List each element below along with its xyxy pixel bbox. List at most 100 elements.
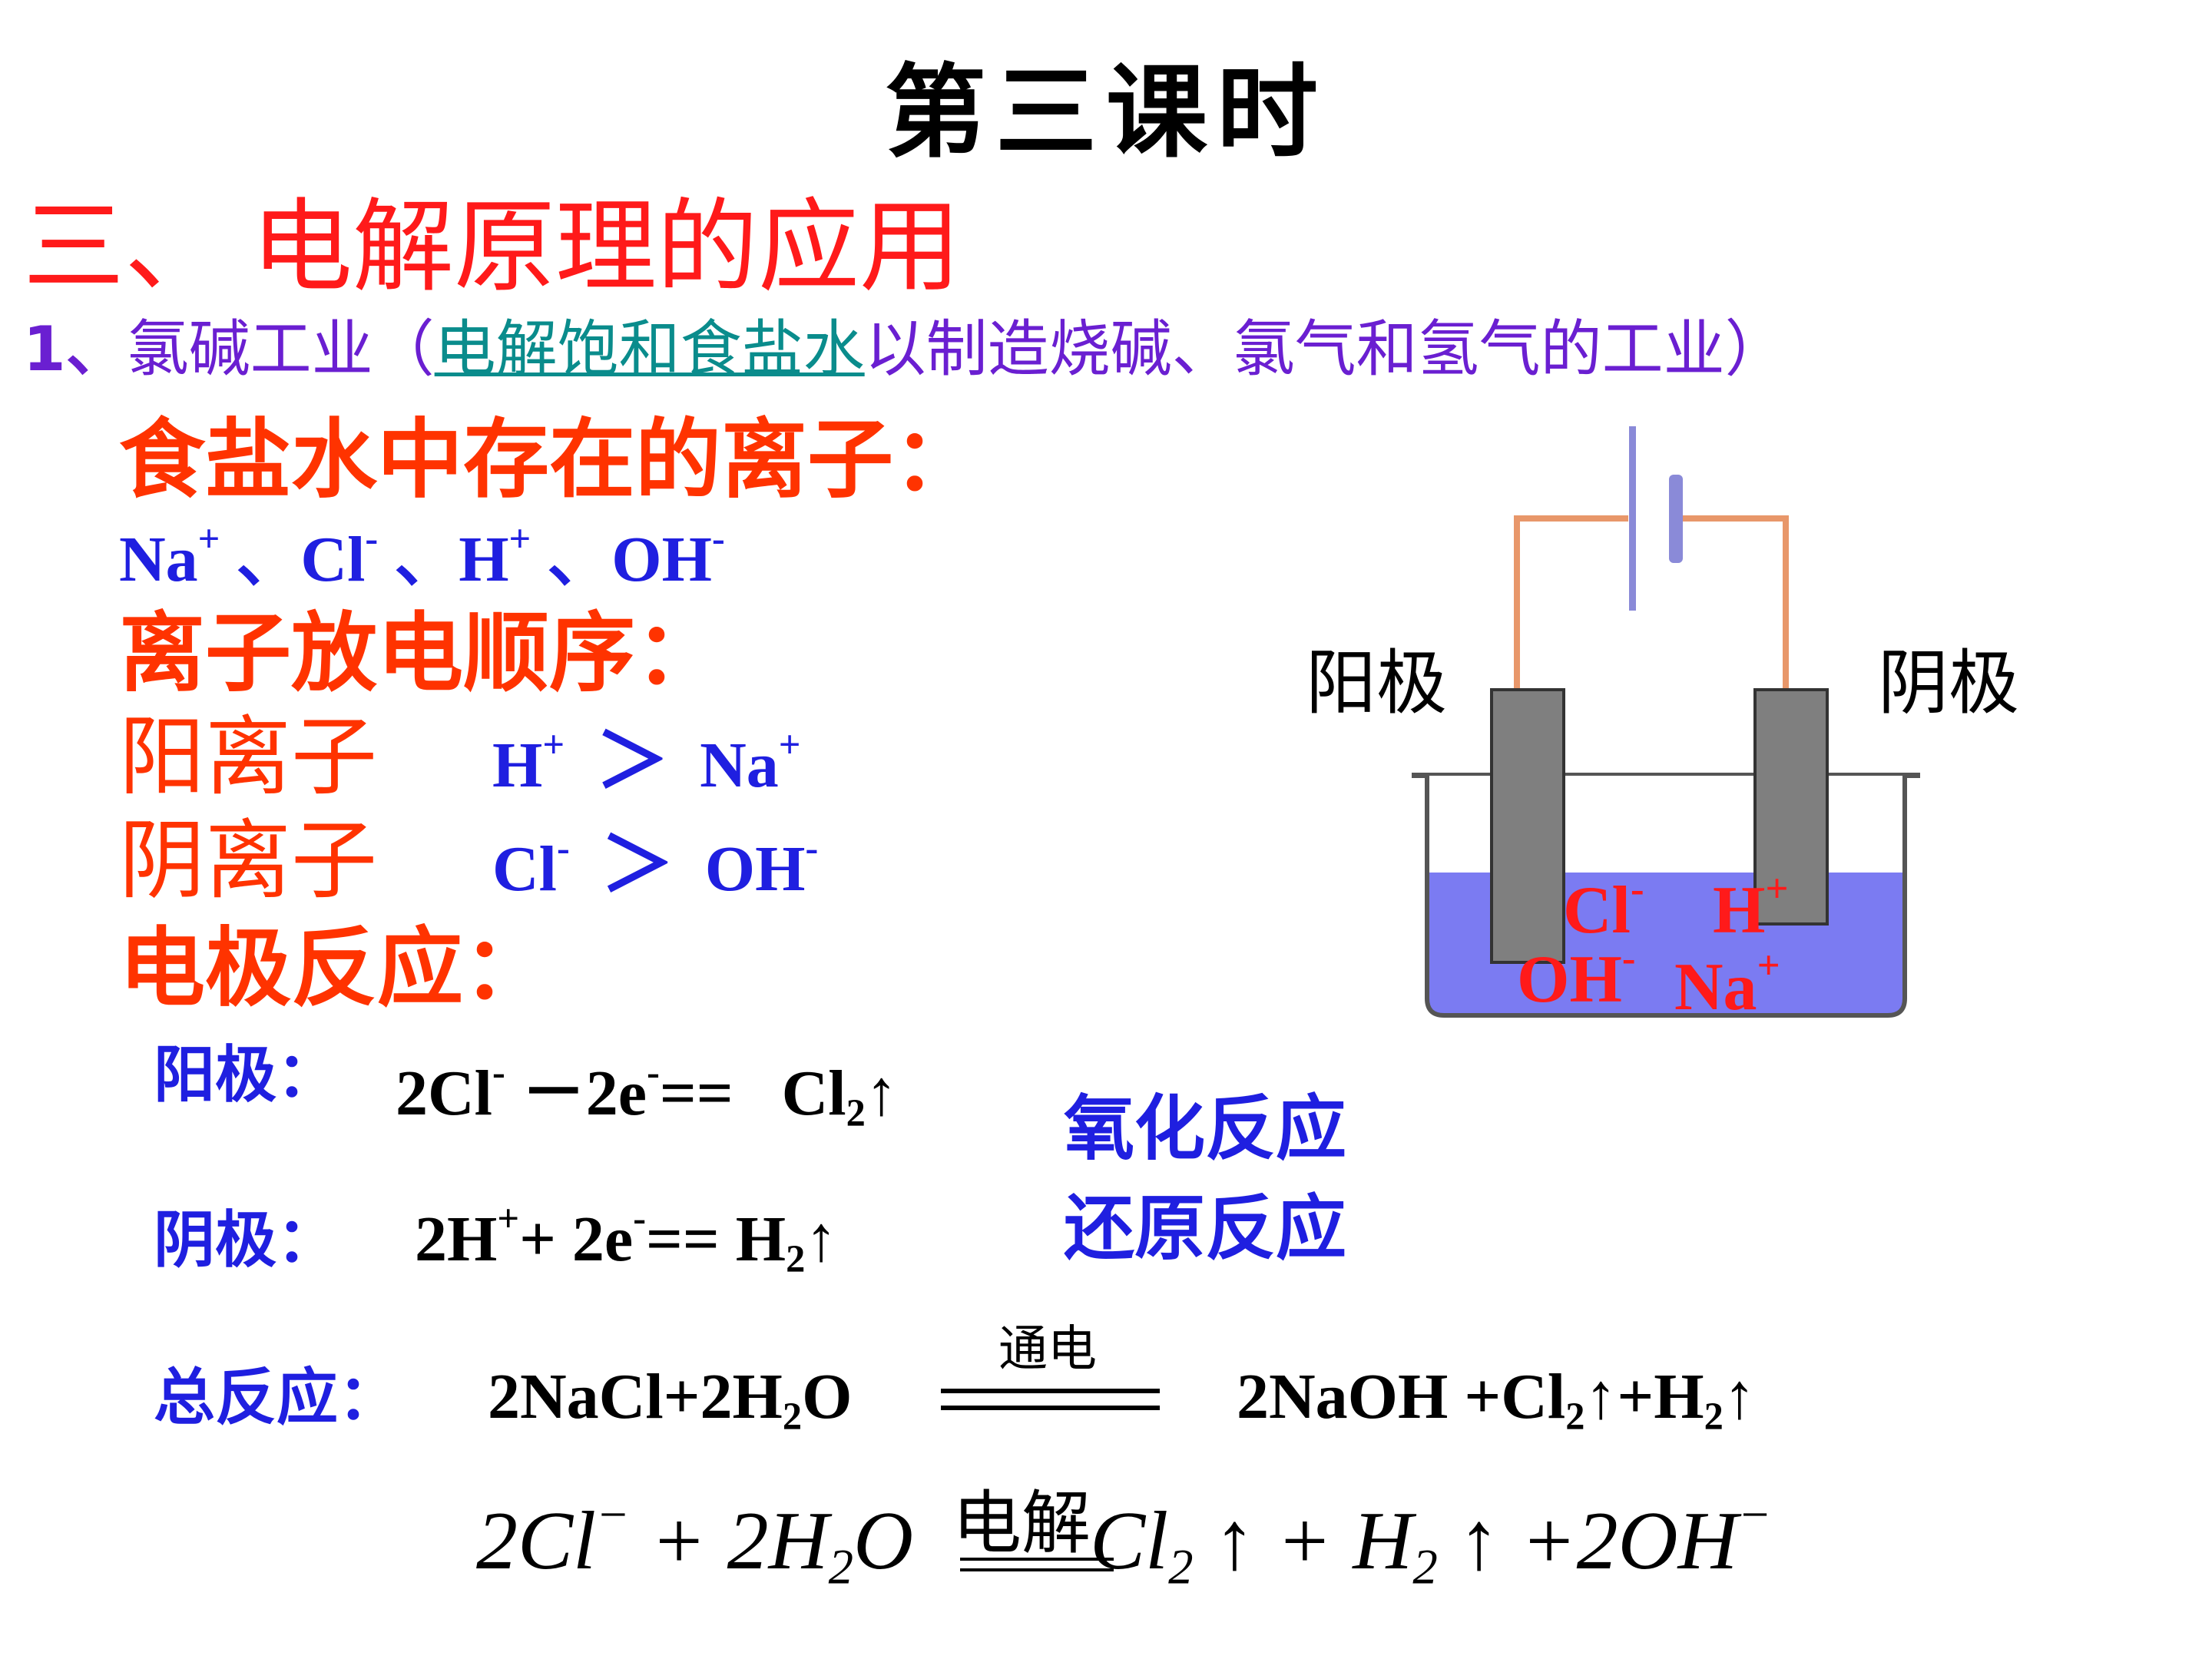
total-reaction-lhs: 2NaCl+2H2O bbox=[488, 1359, 853, 1435]
total-eq-part: ↑+H bbox=[1584, 1361, 1704, 1432]
beaker bbox=[1412, 773, 1920, 1018]
total-eq-part: O bbox=[802, 1361, 853, 1432]
diagram-ion-text: Cl bbox=[1563, 873, 1631, 948]
diagram-ion-text: H bbox=[1713, 873, 1766, 948]
total-eq-subscript: 2 bbox=[1565, 1395, 1585, 1439]
ion-cl: Cl bbox=[300, 524, 366, 595]
subtitle: 1、氯碱工业（电解饱和食盐水以制造烧碱、氯气和氢气的工业） bbox=[23, 300, 1786, 389]
section-heading: 三、 电解原理的应用 bbox=[23, 191, 961, 304]
anode-eq-charge: - bbox=[647, 1051, 660, 1094]
anion-first: Cl bbox=[492, 833, 557, 905]
reaction-equals-bar bbox=[941, 1389, 1160, 1393]
cathode-reaction-type: 还原反应 bbox=[1064, 1187, 1347, 1270]
ionic-eq-part: + 2H bbox=[629, 1495, 829, 1587]
reaction-equals-bar bbox=[941, 1406, 1160, 1410]
ion-na-charge: + bbox=[197, 517, 220, 561]
diagram-ion-oh: OH- bbox=[1517, 938, 1636, 1018]
ionic-eq-subscript: 2 bbox=[1168, 1539, 1194, 1595]
ionic-eq-subscript: 2 bbox=[828, 1539, 854, 1595]
battery-short-plate bbox=[1669, 475, 1683, 563]
cathode-eq-part: == H bbox=[646, 1204, 786, 1275]
ions-list: Na+ 、Cl- 、H+ 、OH- bbox=[119, 507, 725, 600]
greater-than-sign: ＞ bbox=[600, 824, 674, 906]
battery-long-plate bbox=[1629, 426, 1636, 611]
electrode-heading: 电极反应： bbox=[119, 922, 549, 1017]
electrolysis-condition: 通电 bbox=[998, 1322, 1097, 1376]
ionic-eq-condition: 电解 bbox=[952, 1486, 1091, 1562]
ionic-equals-bar bbox=[960, 1568, 1114, 1571]
gas-arrow-icon: ↑ bbox=[1723, 1361, 1756, 1432]
anion-label: 阴离子 bbox=[119, 814, 377, 909]
greater-than-sign: ＞ bbox=[595, 720, 670, 803]
diagram-ion-text: Na bbox=[1674, 950, 1757, 1025]
cation-second-charge: + bbox=[778, 723, 801, 767]
anion-first-charge: - bbox=[557, 826, 570, 870]
cation-first-charge: + bbox=[542, 723, 565, 767]
anode-eq-part: == Cl bbox=[659, 1058, 846, 1129]
cathode-eq-part: 2H bbox=[415, 1204, 498, 1275]
diagram-ion-charge: - bbox=[1631, 866, 1644, 912]
ion-na: Na bbox=[119, 524, 198, 595]
anode-wire bbox=[1514, 515, 1628, 691]
cation-label: 阳离子 bbox=[119, 710, 377, 806]
diagram-ion-text: OH bbox=[1517, 942, 1622, 1017]
diagram-ion-na: Na+ bbox=[1674, 945, 1780, 1026]
diagram-ion-h: H+ bbox=[1713, 869, 1789, 949]
cation-compare: H+＞Na+ bbox=[492, 720, 800, 803]
cathode-eq-subscript: 2 bbox=[786, 1237, 806, 1281]
subtitle-highlight: 电解饱和食盐水 bbox=[434, 313, 865, 385]
anode-eq-subscript: 2 bbox=[846, 1091, 866, 1135]
diagram-ion-charge: + bbox=[1757, 943, 1780, 988]
ionic-eq-part: ↑ + H bbox=[1193, 1495, 1413, 1587]
ionic-eq-part: ↑ +2OH bbox=[1437, 1495, 1738, 1587]
ion-h: H bbox=[459, 524, 509, 595]
ion-sep: 、 bbox=[236, 524, 301, 595]
cathode-reaction-label: 阴极： bbox=[154, 1204, 338, 1276]
ion-h-charge: + bbox=[508, 517, 531, 561]
ionic-eq-charge: − bbox=[1737, 1487, 1772, 1543]
ionic-eq-part: 2Cl bbox=[476, 1495, 597, 1587]
ion-oh: OH bbox=[611, 524, 712, 595]
page-title: 第三课时 bbox=[885, 54, 1327, 172]
ion-cl-charge: - bbox=[365, 517, 379, 561]
total-reaction-rhs: 2NaOH +Cl2↑+H2↑ bbox=[1237, 1359, 1756, 1435]
anode-reaction-type: 氧化反应 bbox=[1064, 1088, 1347, 1170]
cathode-wire bbox=[1678, 515, 1789, 691]
ion-oh-charge: - bbox=[711, 517, 725, 561]
ion-sep: 、 bbox=[394, 524, 459, 595]
anode-label: 阳极 bbox=[1306, 644, 1448, 723]
diagram-ion-cl: Cl- bbox=[1563, 869, 1644, 949]
subtitle-suffix: 以制造烧碱、氯气和氢气的工业） bbox=[864, 313, 1786, 385]
total-eq-part: 2NaOH +Cl bbox=[1237, 1361, 1566, 1432]
cathode-reaction-equation: 2H++ 2e-== H2↑ bbox=[415, 1199, 838, 1281]
anode-eq-charge: - bbox=[492, 1051, 505, 1094]
cathode-label: 阴极 bbox=[1878, 644, 2020, 723]
discharge-heading: 离子放电顺序： bbox=[119, 607, 721, 702]
anode-reaction-equation: 2Cl- －2e-== Cl2↑ bbox=[396, 1041, 898, 1134]
anion-compare: Cl-＞OH- bbox=[492, 824, 818, 906]
subtitle-prefix: 氯碱工业（ bbox=[127, 313, 435, 385]
total-eq-part: 2NaCl+2H bbox=[488, 1361, 783, 1432]
ion-sep: 、 bbox=[547, 524, 612, 595]
anion-second-charge: - bbox=[805, 826, 819, 870]
gas-arrow-icon: ↑ bbox=[805, 1204, 838, 1275]
diagram-ion-charge: - bbox=[1621, 935, 1636, 981]
anion-second: OH bbox=[704, 833, 806, 905]
cathode-eq-part: + 2e bbox=[519, 1204, 634, 1275]
subtitle-number: 1、 bbox=[23, 313, 127, 385]
ionic-eq-part: O bbox=[853, 1495, 914, 1587]
total-reaction-label: 总反应： bbox=[154, 1362, 399, 1433]
anode-eq-part: －2e bbox=[505, 1058, 647, 1129]
total-eq-subscript: 2 bbox=[1704, 1395, 1724, 1439]
anode-eq-part: 2Cl bbox=[396, 1058, 492, 1129]
ionic-eq-part: Cl bbox=[1090, 1495, 1169, 1587]
cathode-eq-charge: - bbox=[633, 1197, 646, 1240]
total-eq-subscript: 2 bbox=[782, 1395, 803, 1439]
anode-reaction-label: 阳极： bbox=[154, 1039, 338, 1111]
cathode-electrode bbox=[1753, 688, 1829, 926]
anode-electrode bbox=[1490, 688, 1565, 964]
cathode-eq-charge: + bbox=[497, 1197, 520, 1240]
